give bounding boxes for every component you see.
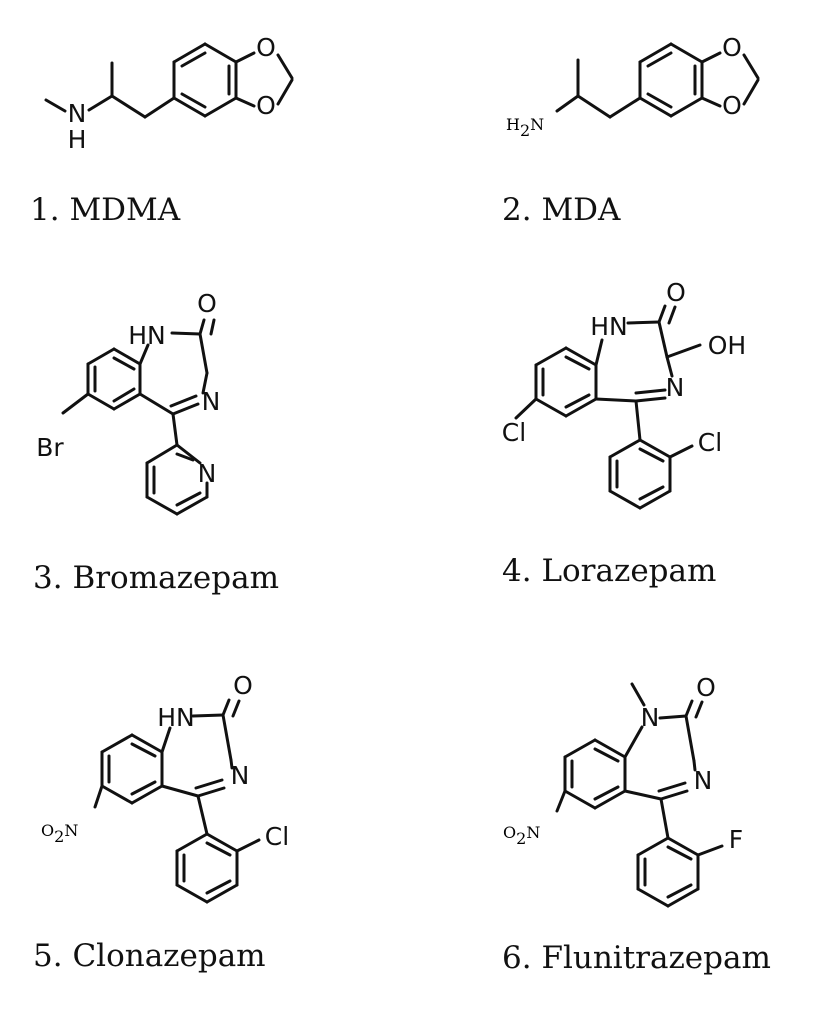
caption-name: Lorazepam xyxy=(541,553,717,589)
structure-lorazepam: O HN OH N Cl Cl xyxy=(502,278,746,510)
caption-number: 6. xyxy=(502,940,532,976)
flunitrazepam-nitro-label: O2N xyxy=(503,823,540,848)
clonazepam-atom-cl: Cl xyxy=(265,822,289,851)
structure-bromazepam: O HN N Br N xyxy=(36,289,221,516)
caption-mdma: 1. MDMA xyxy=(30,192,180,228)
clonazepam-atom-n-nitro: N xyxy=(64,821,78,840)
flunitrazepam-atom-f: F xyxy=(729,825,743,854)
caption-name: MDA xyxy=(541,192,621,228)
mda-subscript-2: 2 xyxy=(520,121,530,140)
lorazepam-atom-n-imine: N xyxy=(666,373,685,402)
caption-number: 5. xyxy=(33,938,63,974)
caption-number: 2. xyxy=(502,192,532,228)
bromazepam-atom-o: O xyxy=(197,289,217,318)
structure-flunitrazepam: O N N O2N F xyxy=(503,673,743,908)
mda-atom-h: H xyxy=(506,115,520,134)
mdma-atom-o-top: O xyxy=(256,33,276,62)
flunitrazepam-atom-o2: O xyxy=(503,823,516,842)
bromazepam-atom-br: Br xyxy=(36,433,64,462)
mda-bonds xyxy=(555,42,760,119)
bromazepam-atom-n-pyridine: N xyxy=(198,459,217,488)
flunitrazepam-atom-n-methyl: N xyxy=(641,703,660,732)
clonazepam-atom-n-imine: N xyxy=(231,761,250,790)
mdma-atom-h: H xyxy=(68,125,87,154)
caption-name: Clonazepam xyxy=(72,938,266,974)
clonazepam-nitro-label: O2N xyxy=(41,821,78,846)
clonazepam-atom-o2: O xyxy=(41,821,54,840)
mdma-atom-o-bottom: O xyxy=(256,91,276,120)
lorazepam-atom-o: O xyxy=(666,278,686,307)
caption-name: Flunitrazepam xyxy=(541,940,771,976)
structure-mdma: N H O O xyxy=(44,33,294,154)
caption-clonazepam: 5. Clonazepam xyxy=(33,938,266,974)
bromazepam-atom-n-imine: N xyxy=(202,387,221,416)
mda-atom-n: N xyxy=(530,115,544,134)
lorazepam-bonds xyxy=(514,304,702,510)
flunitrazepam-atom-n-imine: N xyxy=(694,766,713,795)
caption-number: 1. xyxy=(30,192,60,228)
clonazepam-atom-o: O xyxy=(233,671,253,700)
structure-clonazepam: O HN N O2N Cl xyxy=(41,671,289,904)
caption-number: 3. xyxy=(33,560,63,596)
caption-lorazepam: 4. Lorazepam xyxy=(502,553,716,589)
mdma-bonds xyxy=(44,42,294,119)
lorazepam-atom-cl-ring: Cl xyxy=(502,418,526,447)
flunitrazepam-atom-o: O xyxy=(696,673,716,702)
caption-flunitrazepam: 6. Flunitrazepam xyxy=(502,940,771,976)
flunitrazepam-bonds xyxy=(555,682,724,908)
caption-bromazepam: 3. Bromazepam xyxy=(33,560,279,596)
caption-mda: 2. MDA xyxy=(502,192,620,228)
clonazepam-subscript-2: 2 xyxy=(54,827,64,846)
flunitrazepam-atom-n-nitro: N xyxy=(526,823,540,842)
caption-number: 4. xyxy=(502,553,532,589)
bromazepam-bonds xyxy=(61,318,216,516)
lorazepam-atom-oh: OH xyxy=(708,331,746,360)
clonazepam-atom-hn: HN xyxy=(157,703,195,732)
mda-atom-o-top: O xyxy=(722,33,742,62)
caption-name: Bromazepam xyxy=(72,560,279,596)
lorazepam-atom-hn: HN xyxy=(590,312,628,341)
mda-atom-o-bottom: O xyxy=(722,91,742,120)
flunitrazepam-subscript-2: 2 xyxy=(516,829,526,848)
clonazepam-bonds xyxy=(93,698,261,904)
mda-amine-label: H2N xyxy=(506,115,544,140)
structure-mda: H2N O O xyxy=(506,33,760,140)
mdma-atom-n: N xyxy=(68,99,87,128)
lorazepam-atom-cl-phenyl: Cl xyxy=(698,428,722,457)
caption-name: MDMA xyxy=(69,192,181,228)
bromazepam-atom-hn: HN xyxy=(128,321,166,350)
